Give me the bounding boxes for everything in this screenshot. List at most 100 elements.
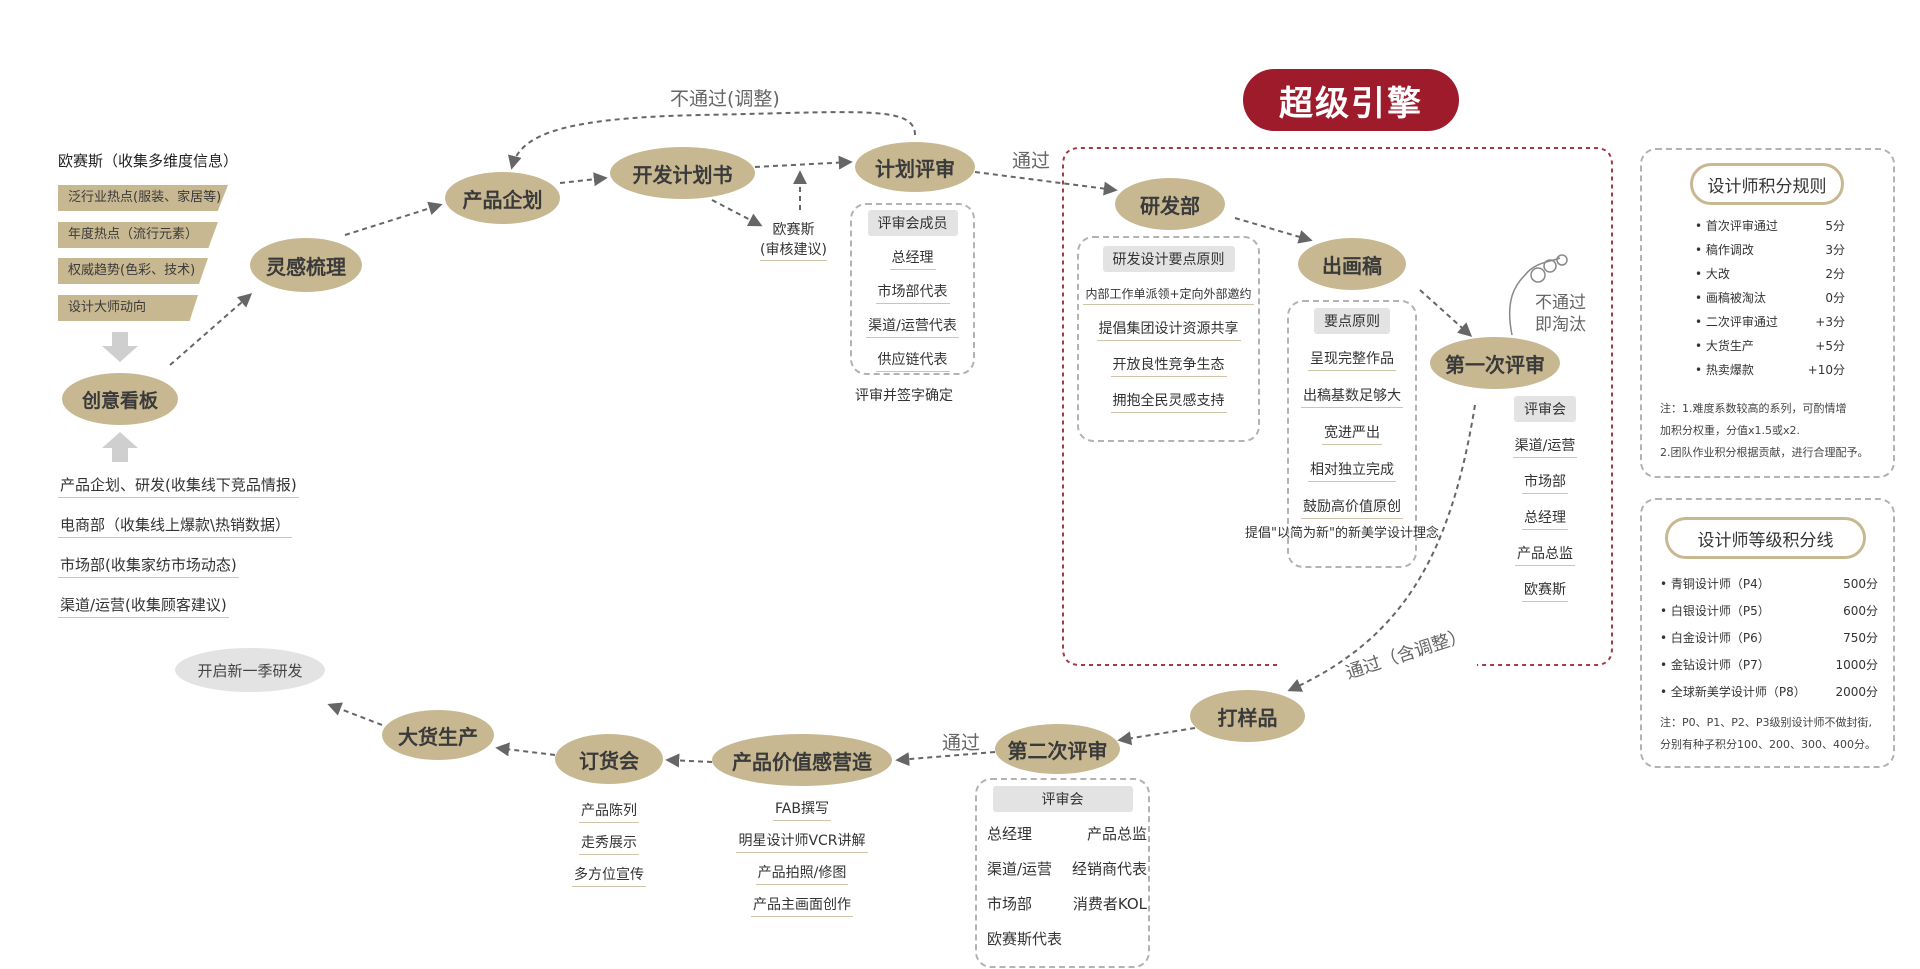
first-committee-member: 市场部: [1522, 469, 1568, 494]
level-rules-title: 设计师等级积分线: [1665, 517, 1866, 559]
board-inputs: 产品企划、研发(收集线下竞品情报) 电商部（收集线上爆款\热销数据） 市场部(收…: [58, 472, 299, 618]
rd-principle-item: 提倡集团设计资源共享: [1096, 316, 1241, 341]
points-rules-panel: [1640, 148, 1895, 478]
second-committee-row: 市场部 消费者KOL: [987, 893, 1147, 928]
level-rule-value: 500分: [1843, 577, 1878, 591]
key-principles-footer: 提倡"以简为新"的新美学设计理念: [1245, 526, 1439, 541]
points-rule-name: 画稿被淘汰: [1695, 289, 1766, 306]
points-rule-note: 2.团队作业积分根据贡献，进行合理配予。: [1660, 446, 1869, 459]
second-committee-box: [975, 778, 1150, 968]
second-committee-grid: 总经理 产品总监 渠道/运营 经销商代表 市场部 消费者KOL 欧赛斯代表: [987, 823, 1147, 963]
node-new-season[interactable]: 开启新一季研发: [175, 648, 325, 692]
second-committee-header: 评审会: [992, 786, 1133, 812]
arrow-draft-to-first-review: [1419, 289, 1473, 337]
node-inspiration[interactable]: 灵感梳理: [250, 238, 362, 292]
ouss-review-note: 欧赛斯 (审核建议): [760, 220, 827, 261]
label-fail-adjust: 不通过(调整): [670, 88, 780, 110]
arrow-sample-to-second: [1117, 727, 1196, 746]
level-rules-table: 青铜设计师（P4）500分 白银设计师（P5）600分 白金设计师（P6）750…: [1660, 570, 1878, 705]
node-product-planning[interactable]: 产品企划: [445, 172, 560, 224]
second-committee-row: 欧赛斯代表: [987, 928, 1147, 963]
source-item: 权威趋势(色彩、技术): [58, 258, 208, 284]
node-sample[interactable]: 打样品: [1190, 690, 1305, 742]
level-rule-row: 金钻设计师（P7）1000分: [1660, 651, 1878, 678]
arrow-value-to-order: [665, 753, 713, 768]
committee-member: 供应链代表: [875, 347, 950, 372]
second-committee-member: 消费者KOL: [1072, 895, 1147, 913]
level-rule-value: 2000分: [1835, 685, 1878, 699]
second-committee-row: 渠道/运营 经销商代表: [987, 858, 1147, 893]
value-item: 明星设计师VCR讲解: [736, 828, 868, 853]
source-item: 设计大师动向: [58, 295, 198, 321]
node-creative-board[interactable]: 创意看板: [62, 373, 178, 425]
label-pass-adjust: 通过（含调整）: [1343, 624, 1470, 684]
board-input-item: 市场部(收集家纺市场动态): [58, 552, 239, 578]
points-rule-value: 3分: [1825, 242, 1845, 257]
points-rule-note: 加积分权重，分值x1.5或x2.: [1660, 424, 1801, 437]
review-committee-footer: 评审并签字确定: [855, 388, 953, 404]
label-pass-2: 通过: [942, 732, 981, 754]
rd-principles-box: [1077, 236, 1260, 442]
points-rule-name: 热卖爆款: [1695, 361, 1754, 378]
second-committee-member: 总经理: [987, 825, 1033, 843]
source-item: 泛行业热点(服装、家居等): [58, 185, 228, 211]
points-rule-name: 首次评审通过: [1695, 217, 1778, 234]
node-draft[interactable]: 出画稿: [1298, 238, 1406, 290]
points-rule-row: 稿作调改 3分: [1695, 237, 1845, 261]
points-rule-row: 首次评审通过 5分: [1695, 213, 1845, 237]
committee-member: 总经理: [889, 245, 936, 270]
node-second-review[interactable]: 第二次评审: [995, 724, 1120, 774]
second-committee-member: 产品总监: [1086, 825, 1147, 843]
key-principles-header: 要点原则: [1314, 308, 1390, 334]
key-principle-item: 出稿基数足够大: [1301, 383, 1403, 408]
second-committee-member: 市场部: [987, 895, 1033, 913]
node-value-creation[interactable]: 产品价值感营造: [712, 734, 892, 786]
level-rule-row: 白银设计师（P5）600分: [1660, 597, 1878, 624]
node-rd-department[interactable]: 研发部: [1115, 178, 1225, 230]
value-items-list: FAB撰写 明星设计师VCR讲解 产品拍照/修图 产品主画面创作: [712, 796, 892, 917]
ouss-review-line2: (审核建议): [760, 240, 827, 261]
key-principle-item: 鼓励高价值原创: [1301, 494, 1403, 519]
rd-principle-item: 开放良性竞争生态: [1110, 352, 1227, 377]
arrow-planning-to-devplan: [559, 172, 608, 187]
value-item: 产品拍照/修图: [755, 860, 849, 885]
second-committee-member: 欧赛斯代表: [987, 930, 1063, 948]
arrow-mass-to-new: [327, 702, 383, 726]
points-rule-name: 二次评审通过: [1695, 313, 1778, 330]
arrow-order-to-mass: [495, 742, 556, 757]
arrow-devplan-to-review1: [754, 155, 853, 170]
label-fail-eliminate-2: 即淘汰: [1535, 315, 1586, 335]
board-input-item: 电商部（收集线上爆款\热销数据）: [58, 512, 293, 538]
level-rule-note: 注：P0、P1、P2、P3级别设计师不做封街,: [1660, 716, 1873, 729]
arrow-devplan-to-ouss: [711, 199, 763, 227]
points-rule-value: 5分: [1825, 218, 1845, 233]
node-plan-review[interactable]: 计划评审: [855, 142, 975, 192]
node-mass-production[interactable]: 大货生产: [382, 710, 494, 760]
order-item: 多方位宣传: [572, 862, 646, 887]
rd-principle-item: 内部工作单派领+定向外部邀约: [1083, 283, 1254, 305]
rd-principles-list: 研发设计要点原则 内部工作单派领+定向外部邀约 提倡集团设计资源共享 开放良性竞…: [1077, 246, 1260, 413]
board-input-item: 渠道/运营(收集顾客建议): [58, 592, 229, 618]
points-rule-value: +3分: [1815, 314, 1845, 329]
level-rule-name: 青铜设计师（P4）: [1660, 575, 1770, 592]
order-item: 走秀展示: [579, 830, 639, 855]
points-rule-name: 稿作调改: [1695, 241, 1754, 258]
second-committee-member: 渠道/运营: [987, 860, 1053, 878]
arrow-inspiration-to-planning: [344, 201, 443, 236]
key-principle-item: 宽进严出: [1322, 420, 1382, 445]
node-first-review[interactable]: 第一次评审: [1430, 337, 1560, 389]
first-committee-member: 渠道/运营: [1512, 433, 1578, 458]
down-block-arrow: [102, 332, 138, 362]
super-engine-title: 超级引擎: [1243, 69, 1459, 131]
node-dev-plan[interactable]: 开发计划书: [610, 147, 755, 199]
key-principle-item: 呈现完整作品: [1308, 346, 1396, 371]
level-rule-value: 750分: [1843, 631, 1878, 645]
node-order-fair[interactable]: 订货会: [555, 734, 663, 784]
arrow-review1-to-rd: [974, 171, 1118, 196]
committee-member: 市场部代表: [875, 279, 950, 304]
second-committee-member: 经销商代表: [1071, 860, 1147, 878]
level-rules-notes: 注：P0、P1、P2、P3级别设计师不做封街, 分别有种子积分100、200、3…: [1660, 712, 1890, 756]
points-rule-row: 大货生产+5分: [1695, 333, 1845, 357]
